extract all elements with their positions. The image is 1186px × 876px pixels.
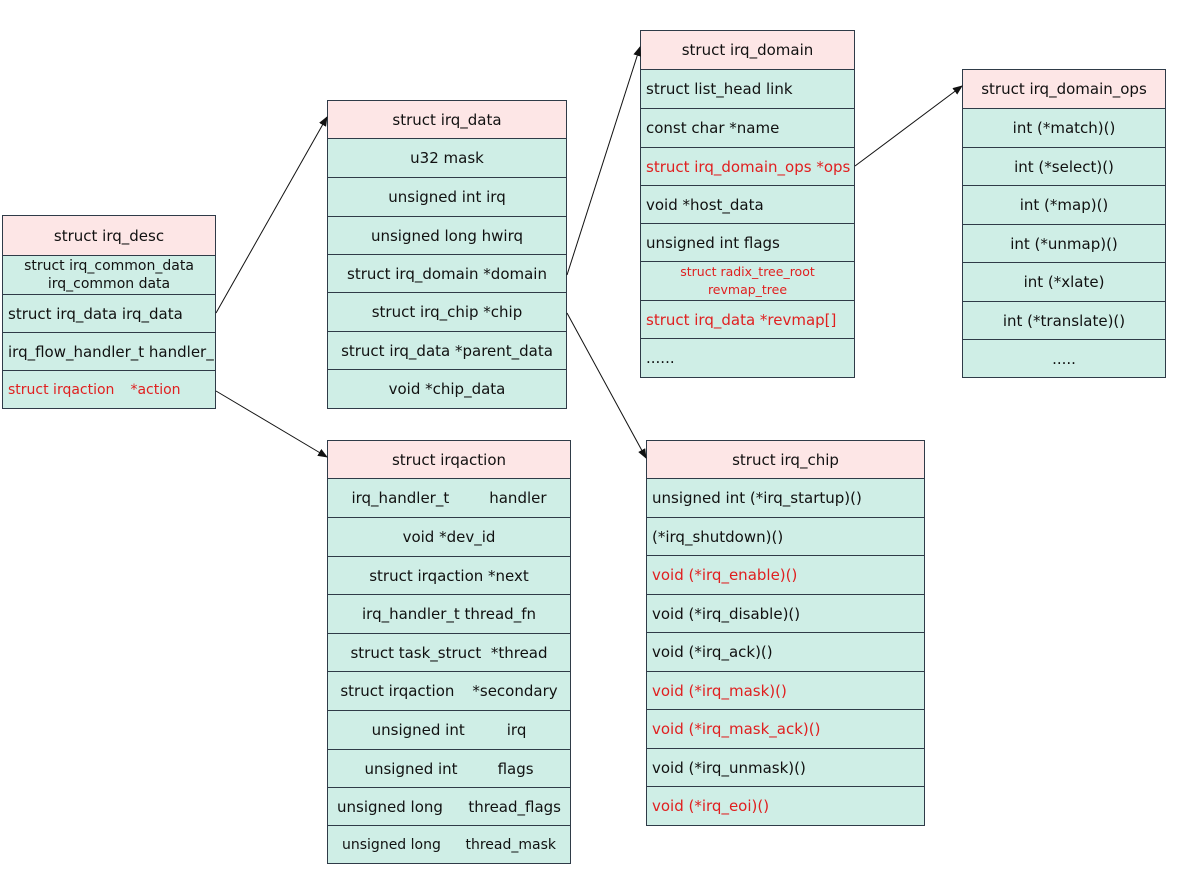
field-name: const char *name (641, 109, 854, 148)
field-host-data: void *host_data (641, 186, 854, 224)
field-thread-mask-name: thread_mask (465, 837, 556, 853)
field-revmap-tree-type: struct radix_tree_root (680, 264, 815, 279)
field-irq-unmask: void (*irq_unmask)() (647, 749, 924, 787)
field-translate: int (*translate)() (963, 302, 1165, 340)
struct-irq-data-title: struct irq_data (328, 101, 566, 139)
struct-irq-data: struct irq_data u32 mask unsigned int ir… (327, 100, 567, 409)
field-handler: irq_handler_t handler (328, 479, 570, 518)
field-irq-mask: void (*irq_mask)() (647, 672, 924, 710)
field-action-irq: unsigned int irq (328, 711, 570, 750)
field-ops: struct irq_domain_ops *ops (641, 148, 854, 186)
field-thread-mask: unsigned long thread_mask (328, 826, 570, 864)
field-xlate: int (*xlate) (963, 263, 1165, 302)
field-secondary-type: struct irqaction (340, 682, 455, 700)
field-thread: struct task_struct *thread (328, 634, 570, 672)
field-mask: u32 mask (328, 139, 566, 178)
field-dev-id: void *dev_id (328, 518, 570, 557)
arrow-action-to-irqaction (215, 390, 328, 458)
field-irq-enable: void (*irq_enable)() (647, 556, 924, 595)
field-chip: struct irq_chip *chip (328, 293, 566, 332)
field-secondary-name: *secondary (472, 682, 558, 700)
field-flags: unsigned int flags (641, 224, 854, 262)
field-irq-ack: void (*irq_ack)() (647, 633, 924, 672)
struct-irqaction: struct irqaction irq_handler_t handler v… (327, 440, 571, 864)
field-revmap: struct irq_data *revmap[] (641, 301, 854, 339)
field-hwirq: unsigned long hwirq (328, 217, 566, 255)
field-action-irq-name: irq (506, 721, 527, 739)
field-link: struct list_head link (641, 70, 854, 109)
field-unmap: int (*unmap)() (963, 225, 1165, 263)
field-ops-more: ..... (1052, 350, 1076, 368)
field-thread-flags-name: thread_flags (468, 797, 561, 816)
field-domain: struct irq_domain *domain (328, 255, 566, 293)
struct-irq-desc: struct irq_desc struct irq_common_data i… (2, 215, 216, 409)
field-next: struct irqaction *next (328, 557, 570, 595)
field-chip-data: void *chip_data (388, 380, 506, 398)
field-irq-mask-ack: void (*irq_mask_ack)() (647, 710, 924, 749)
field-irq-common-data: struct irq_common_data irq_common data (3, 256, 215, 295)
field-irq-common-data-name: irq_common data (47, 276, 171, 292)
struct-irqaction-title: struct irqaction (328, 441, 570, 479)
field-revmap-tree-name: revmap_tree (707, 282, 788, 297)
field-select: int (*select)() (963, 148, 1165, 186)
arrow-domain-to-irq-domain (566, 46, 642, 276)
field-thread-flags: unsigned long thread_flags (328, 788, 570, 826)
field-thread-flags-type: unsigned long (337, 797, 443, 816)
field-action-name: *action (130, 381, 181, 398)
field-action-flags-name: flags (497, 759, 534, 778)
field-irq-shutdown: (*irq_shutdown)() (647, 518, 924, 556)
struct-irq-domain: struct irq_domain struct list_head link … (640, 30, 855, 378)
field-action-type: struct irqaction (8, 381, 115, 398)
field-thread-fn: irq_handler_t thread_fn (328, 595, 570, 634)
field-action-flags-type: unsigned int (364, 759, 458, 778)
field-more: ...... (646, 349, 675, 367)
field-action: struct irqaction *action (3, 371, 215, 408)
field-irq: unsigned int irq (328, 178, 566, 217)
field-secondary: struct irqaction *secondary (328, 672, 570, 711)
struct-irq-domain-title: struct irq_domain (641, 31, 854, 70)
field-irq-data: struct irq_data irq_data (3, 295, 215, 333)
struct-irq-desc-title: struct irq_desc (3, 216, 215, 256)
arrow-chip-to-irq-chip (566, 312, 647, 459)
field-action-irq-type: unsigned int (371, 721, 465, 739)
field-parent-data: struct irq_data *parent_data (328, 332, 566, 370)
field-handler-type: irq_handler_t (351, 489, 450, 507)
arrow-irq-data-to-irq-data-struct (215, 116, 328, 314)
field-revmap-tree: struct radix_tree_root revmap_tree (641, 262, 854, 301)
field-irq-common-data-type: struct irq_common_data (24, 258, 194, 274)
struct-irq-domain-ops: struct irq_domain_ops int (*match)() int… (962, 69, 1166, 378)
field-map: int (*map)() (963, 186, 1165, 225)
field-action-flags: unsigned int flags (328, 750, 570, 788)
struct-irq-chip-title: struct irq_chip (647, 441, 924, 479)
field-irq-startup: unsigned int (*irq_startup)() (647, 479, 924, 518)
field-thread-mask-type: unsigned long (342, 837, 441, 853)
field-irq-eoi: void (*irq_eoi)() (652, 797, 770, 815)
arrow-ops-to-irq-domain-ops (854, 85, 963, 167)
struct-irq-domain-ops-title: struct irq_domain_ops (963, 70, 1165, 109)
struct-irq-chip: struct irq_chip unsigned int (*irq_start… (646, 440, 925, 826)
field-irq-disable: void (*irq_disable)() (647, 595, 924, 633)
field-match: int (*match)() (963, 109, 1165, 148)
field-handler-irq: irq_flow_handler_t handler_irq (3, 333, 215, 371)
field-handler-name: handler (489, 489, 547, 507)
